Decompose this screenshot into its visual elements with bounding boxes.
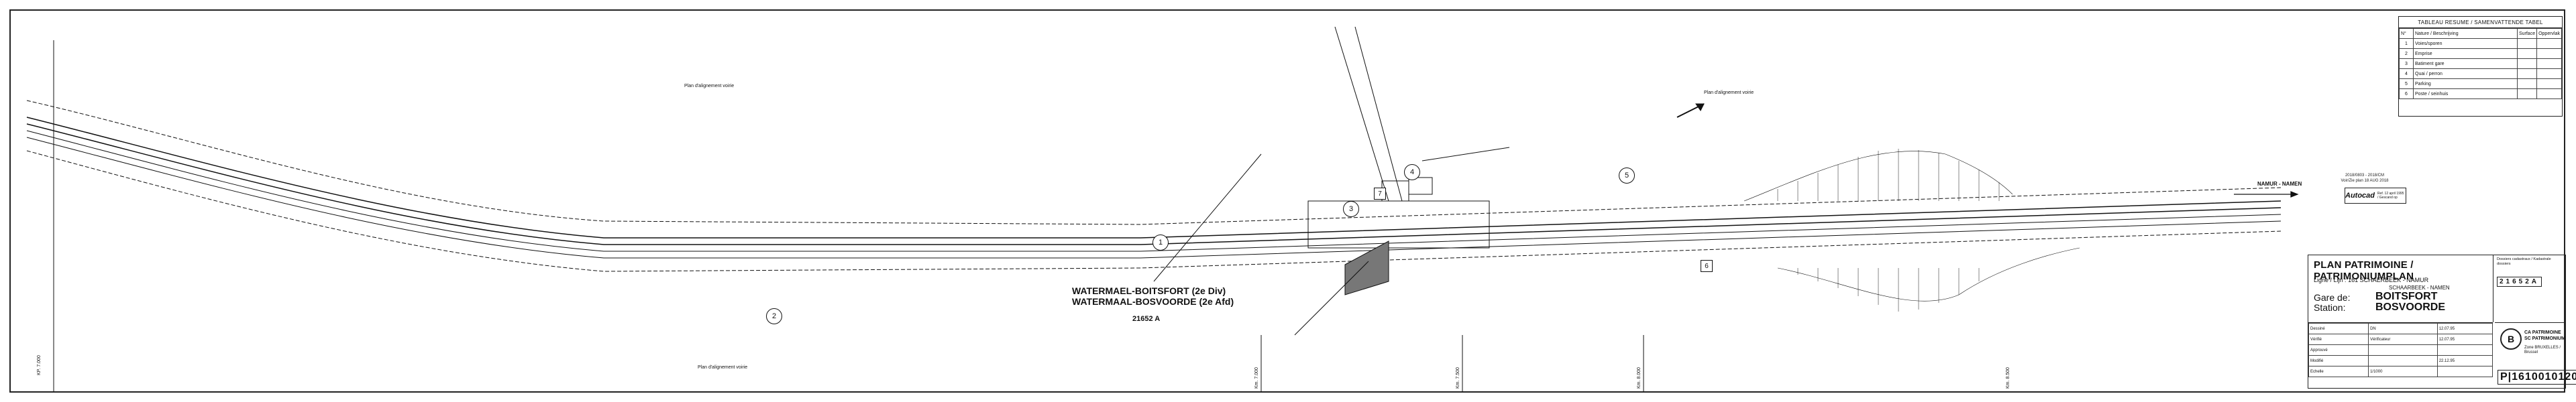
- document-number: P|1610010120: [2498, 370, 2576, 385]
- marker-2: 2: [766, 308, 782, 324]
- title-block-main: PLAN PATRIMOINE / PATRIMONIUMPLAN Ligne …: [2308, 255, 2493, 322]
- station-labels: Gare de: Station:: [2314, 292, 2351, 313]
- summary-legend-table: TABLEAU RESUME / SAMENVATTENDE TABEL N° …: [2398, 16, 2563, 117]
- alignment-note-1: Plan d'alignement voirie: [684, 84, 735, 88]
- line-info: Ligne / Lijn : 161 SCHAERBEEK - NAMUR: [2314, 277, 2429, 283]
- marker-4: 4: [1404, 164, 1420, 180]
- station-name-label: WATERMAEL-BOITSFORT (2e Div) WATERMAAL-B…: [1072, 285, 1234, 307]
- km-label-1: Km. 7.000: [1254, 367, 1259, 389]
- organization-name: CA PATRIMOINE SC PATRIMONIUM: [2524, 330, 2565, 341]
- km-label-3: Km. 8.000: [1637, 367, 1642, 389]
- marker-5: 5: [1619, 168, 1635, 184]
- plan-title: PLAN PATRIMOINE / PATRIMONIUMPLAN: [2314, 259, 2414, 282]
- autocad-stamp: Autocad Ref. 12 april 1995 / Gescand op: [2345, 188, 2406, 204]
- legend-title: TABLEAU RESUME / SAMENVATTENDE TABEL: [2399, 17, 2562, 28]
- marker-1: 1: [1152, 234, 1169, 251]
- organization-block: B CA PATRIMOINE SC PATRIMONIUM Zone BRUX…: [2495, 322, 2576, 390]
- left-kp-label: KP. 7.000: [37, 355, 42, 375]
- marker-7: 7: [1374, 188, 1386, 200]
- marker-6: 6: [1701, 260, 1713, 272]
- plan-reference: 21652A: [2497, 277, 2542, 287]
- zone-label: Zone BRUXELLES / Brussel: [2524, 346, 2561, 354]
- sncb-logo-icon: B: [2500, 328, 2522, 350]
- line-sub: SCHAARBEEK - NAMEN: [2389, 285, 2450, 291]
- title-block: PLAN PATRIMOINE / PATRIMONIUMPLAN Ligne …: [2308, 255, 2576, 390]
- marker-3: 3: [1343, 201, 1359, 217]
- legend-header-surface: Surface: [2516, 28, 2538, 39]
- legend-header-oppervlak: Oppervlak: [2536, 28, 2562, 39]
- alignment-note-2: Plan d'alignement voirie: [1704, 90, 1754, 95]
- title-block-side: Dossiers cadastraux / Kadastrale dossier…: [2497, 257, 2551, 287]
- km-label-4: Km. 8.500: [2006, 367, 2010, 389]
- signature-row: Approuvé: [2308, 344, 2493, 356]
- direction-label: NAMUR - NAMEN: [2257, 181, 2302, 187]
- km-label-2: Km. 7.500: [1456, 367, 1460, 389]
- alignment-note-3: Plan d'alignement voirie: [698, 365, 748, 370]
- legend-grid: N° Nature / Beschrijving Surface Oppervl…: [2399, 28, 2562, 99]
- revision-stamp: 2018/0803 - 2018/CM Voir/Zie plan 18 AUG…: [2341, 174, 2389, 183]
- sheet-frame: [9, 9, 2565, 393]
- station-values: BOITSFORT BOSVOORDE: [2375, 291, 2446, 313]
- plan-number-label: 21652 A: [1132, 315, 1161, 323]
- legend-header-n: N°: [2399, 28, 2414, 39]
- legend-header-nature: Nature / Beschrijving: [2413, 28, 2518, 39]
